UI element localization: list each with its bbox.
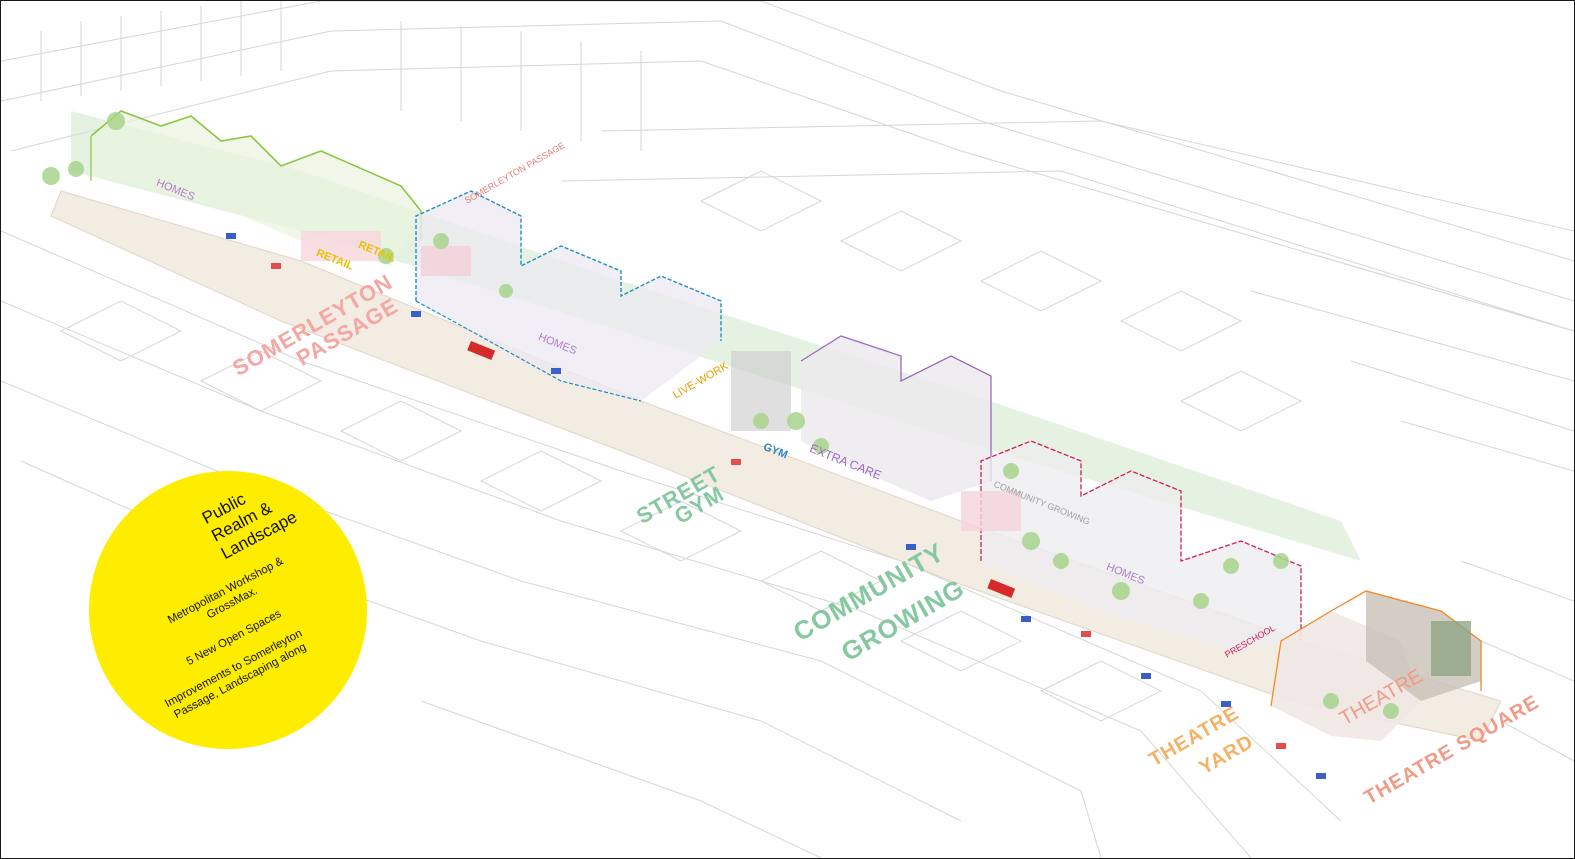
trees (42, 112, 1399, 719)
zone-blue (415, 190, 722, 402)
zone-purple (731, 335, 992, 501)
zone-red (961, 440, 1302, 651)
info-circle: Public Realm & Landscape Metropolitan Wo… (89, 471, 367, 749)
vehicles (226, 233, 1326, 779)
